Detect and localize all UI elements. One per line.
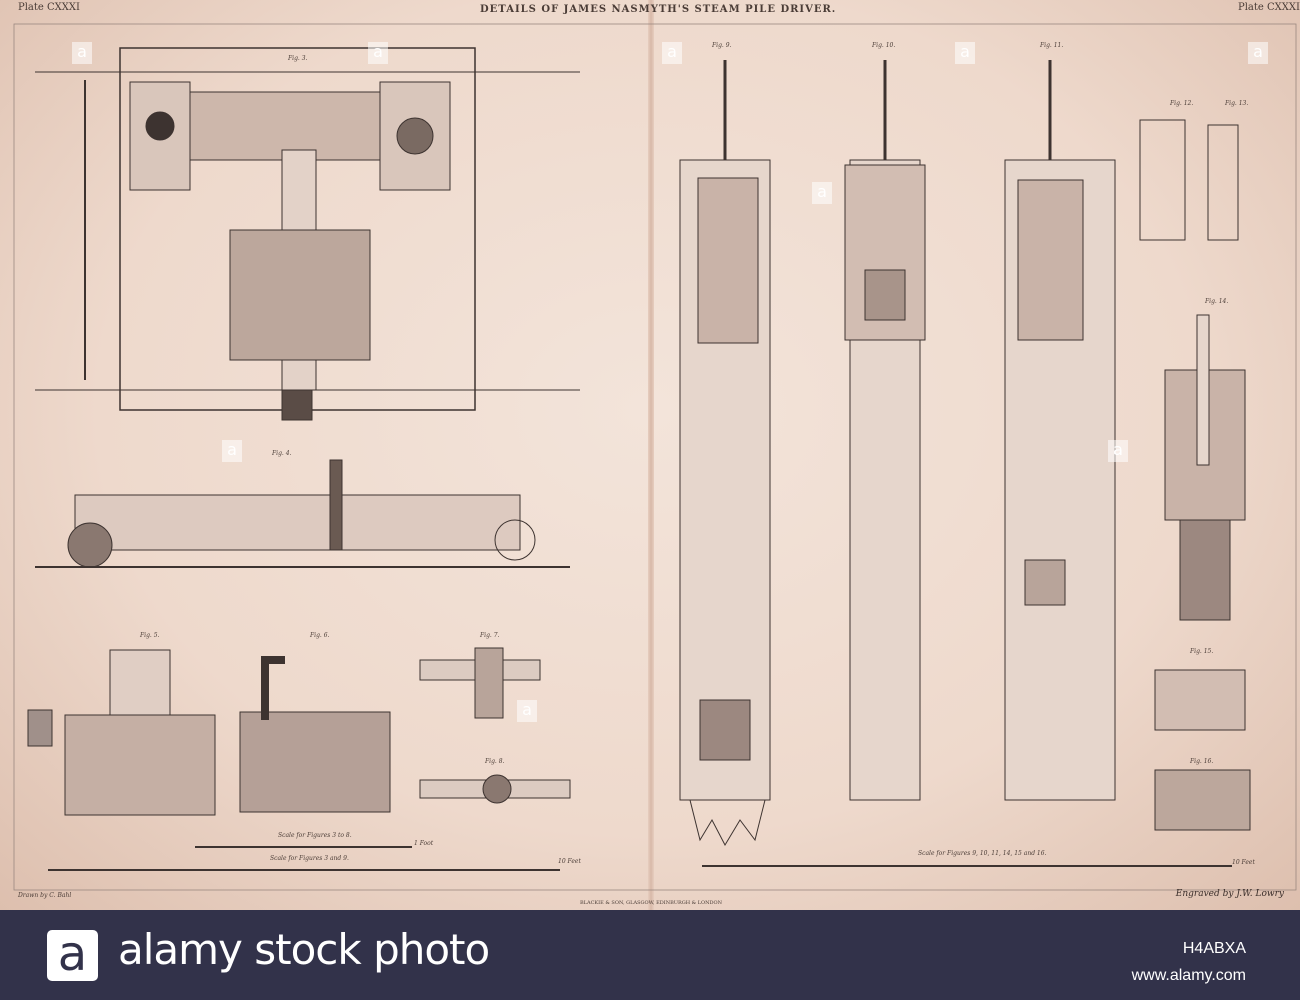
fig-7-cock <box>419 647 541 719</box>
scale-bars <box>48 846 1232 871</box>
publisher-imprint: BLACKIE & SON, GLASGOW, EDINBURGH & LOND… <box>580 900 722 906</box>
scale-unit: 10 Feet <box>558 858 581 865</box>
fig-label: Fig. 14. <box>1205 298 1229 305</box>
fig-13-valve-gear <box>1207 124 1239 241</box>
fig-11-hammer-section <box>1004 60 1116 801</box>
fig-12-valve-gear <box>1139 119 1186 241</box>
fig-label: Fig. 4. <box>272 450 292 457</box>
fig-label: Fig. 6. <box>310 632 330 639</box>
fig-label: Fig. 10. <box>872 42 896 49</box>
fig-3-plan-view <box>35 47 580 421</box>
fig-6-valve-chest <box>239 656 391 813</box>
fig-label: Fig. 3. <box>288 55 308 62</box>
fig-label: Fig. 8. <box>485 758 505 765</box>
technical-drawings <box>13 23 1297 891</box>
fig-9-hammer-section <box>679 60 771 847</box>
engraving-sheet: Plate CXXXI Plate CXXXII DETAILS OF JAME… <box>0 0 1300 910</box>
watermark-logo: a <box>955 42 975 64</box>
fig-label: Fig. 13. <box>1225 100 1249 107</box>
watermark-logo: a <box>812 182 832 204</box>
scale-unit: 1 Foot <box>414 840 434 847</box>
plate-title: DETAILS OF JAMES NASMYTH'S STEAM PILE DR… <box>480 4 837 15</box>
watermark-logo: a <box>222 440 242 462</box>
fig-8-coupling <box>419 774 571 804</box>
watermark-logo: a <box>1108 440 1128 462</box>
fig-5-valve-chest <box>27 649 216 816</box>
scale-unit: 10 Feet <box>1232 859 1255 866</box>
alamy-logo-icon: a <box>47 930 98 981</box>
site-url[interactable]: www.alamy.com <box>1131 967 1246 984</box>
stock-photo-banner <box>0 910 1300 1000</box>
fig-10-hammer-section <box>844 60 926 801</box>
fig-label: Fig. 9. <box>712 42 732 49</box>
engraved-by-credit: Engraved by J.W. Lowry <box>1175 889 1284 899</box>
brand-name: alamy stock photo <box>118 925 490 974</box>
fig-label: Fig. 16. <box>1190 758 1214 765</box>
fig-15-detail <box>1154 669 1246 731</box>
fig-4-elevation <box>35 459 570 568</box>
fig-label: Fig. 15. <box>1190 648 1214 655</box>
watermark-logo: a <box>1248 42 1268 64</box>
scale-caption: Scale for Figures 9, 10, 11, 14, 15 and … <box>918 850 1047 857</box>
watermark-logo: a <box>368 42 388 64</box>
scale-caption: Scale for Figures 3 to 8. <box>278 832 352 839</box>
watermark-logo: a <box>662 42 682 64</box>
fig-16-detail <box>1154 769 1251 831</box>
fig-label: Fig. 12. <box>1170 100 1194 107</box>
fig-label: Fig. 7. <box>480 632 500 639</box>
drawn-by-credit: Drawn by C. Bahl <box>18 892 72 899</box>
page-fold <box>648 0 654 910</box>
fig-14-section <box>1164 314 1246 621</box>
fig-label: Fig. 11. <box>1040 42 1064 49</box>
image-id: H4ABXA <box>1182 940 1246 957</box>
scale-caption: Scale for Figures 3 and 9. <box>270 855 349 862</box>
watermark-logo: a <box>517 700 537 722</box>
plate-number-right: Plate CXXXII <box>1238 2 1300 13</box>
watermark-logo: a <box>72 42 92 64</box>
plate-number-left: Plate CXXXI <box>18 2 80 13</box>
fig-label: Fig. 5. <box>140 632 160 639</box>
